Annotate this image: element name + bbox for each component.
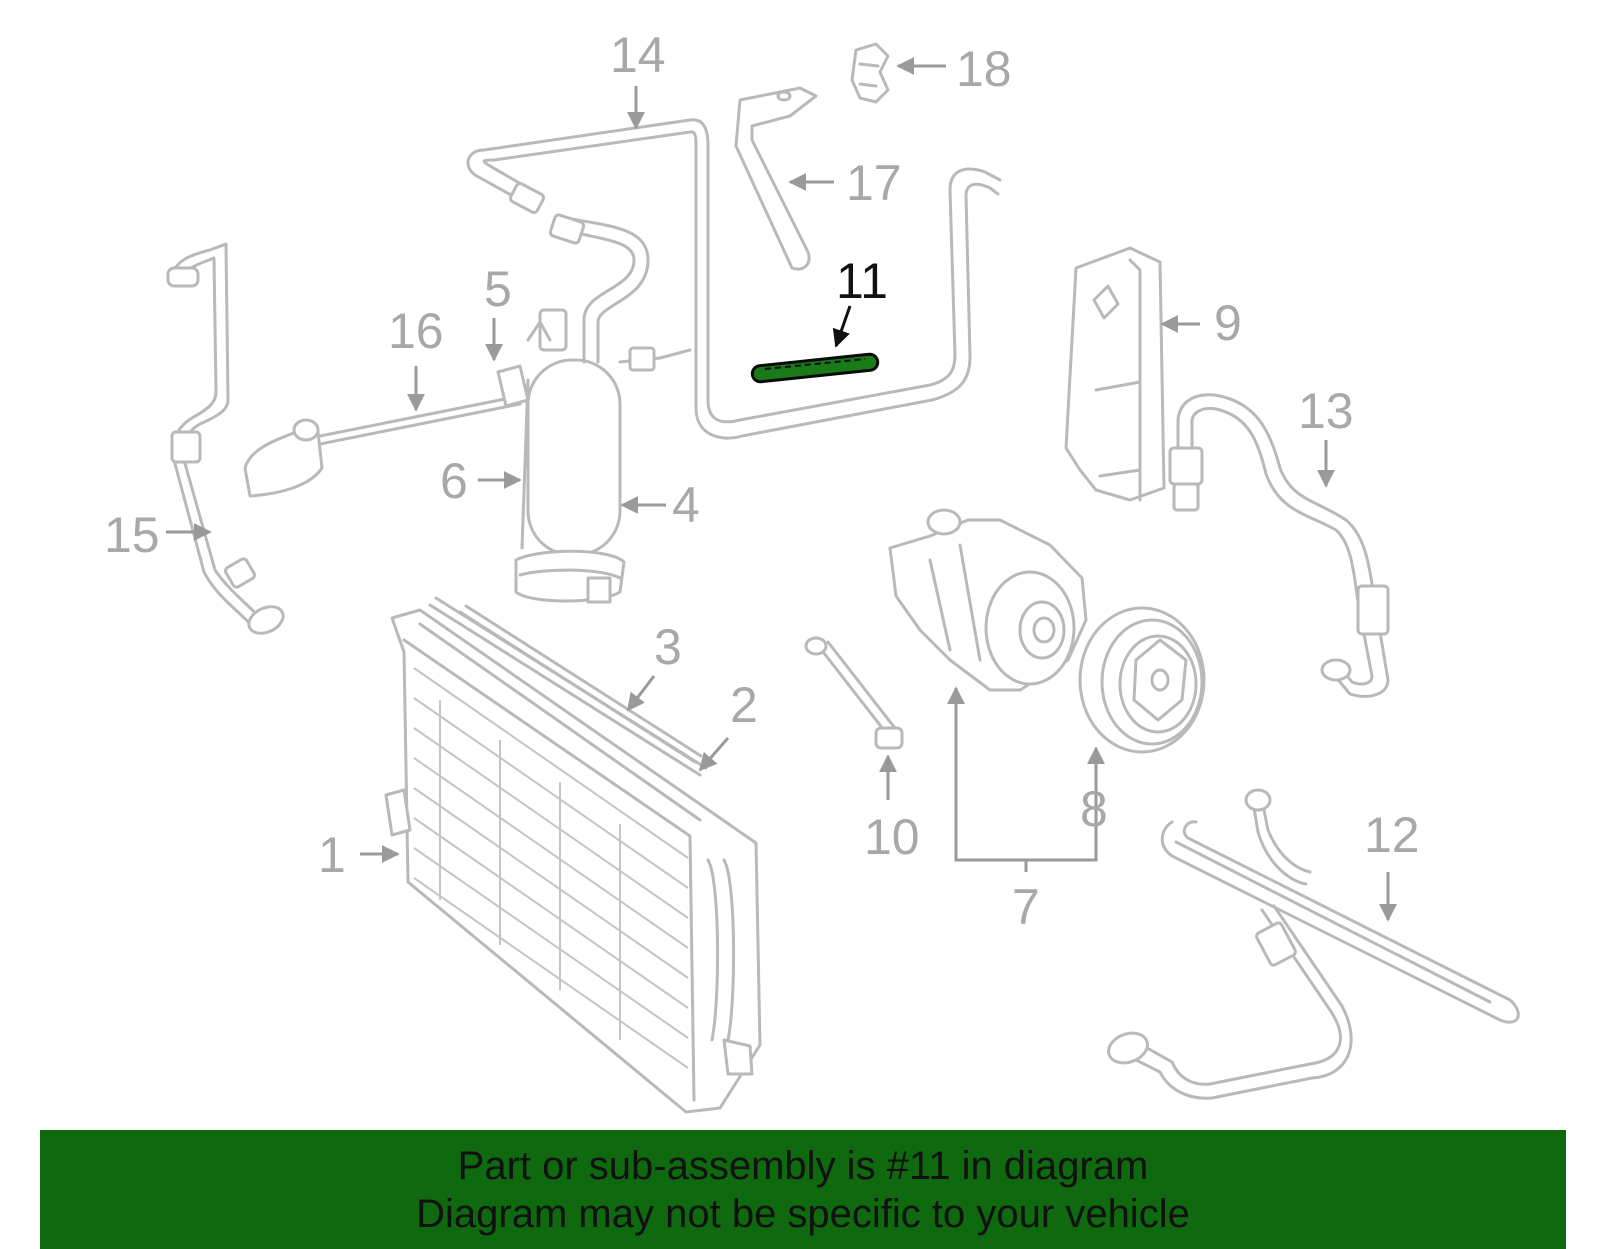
part-8-clutch: [1078, 606, 1206, 754]
callout-5: 5: [484, 261, 512, 317]
callout-2: 2: [730, 677, 758, 733]
callout-9: 9: [1214, 295, 1242, 351]
part-16-pressure-switch: [243, 394, 522, 498]
callout-14: 14: [610, 27, 666, 83]
callout-4: 4: [672, 477, 700, 533]
part-11-highlighted: [750, 352, 880, 384]
part-12-line: [1107, 788, 1520, 1100]
leader-lines: [166, 57, 1397, 922]
callout-7: 7: [1012, 879, 1040, 935]
callout-6: 6: [440, 453, 468, 509]
part-18-clip: [850, 42, 890, 104]
part-9-bracket: [1064, 246, 1166, 502]
callout-17: 17: [846, 155, 902, 211]
callout-10: 10: [864, 809, 920, 865]
part-14-line: [466, 118, 1002, 440]
part-4-receiver-drier: [514, 308, 692, 604]
banner-line-2: Diagram may not be specific to your vehi…: [416, 1192, 1190, 1236]
info-banner: Part or sub-assembly is #11 in diagram D…: [40, 1130, 1566, 1249]
callout-15: 15: [104, 507, 160, 563]
part-2-3-seals: [428, 596, 708, 777]
callout-16: 16: [388, 303, 444, 359]
callout-18: 18: [956, 41, 1012, 97]
part-1-condenser: [384, 608, 762, 1114]
part-5-bracket: [496, 320, 552, 408]
part-13-hose: [1168, 393, 1390, 698]
callout-12: 12: [1364, 807, 1420, 863]
callout-labels: 1 2 3 4 5 6 7 8 9 10 12 13 14 15 16 17 1…: [104, 27, 1420, 935]
callout-1: 1: [318, 827, 346, 883]
callout-11-highlighted: 11: [836, 253, 888, 309]
part-17-bracket: [734, 86, 818, 271]
callout-3: 3: [654, 619, 682, 675]
part-7-compressor: [888, 508, 1088, 692]
part-15-hose: [166, 242, 285, 635]
drier-outlet-pipe: [548, 213, 650, 364]
callout-8: 8: [1080, 781, 1108, 837]
callout-13: 13: [1298, 383, 1354, 439]
part-10-rod: [804, 636, 904, 750]
banner-line-1: Part or sub-assembly is #11 in diagram: [457, 1144, 1149, 1188]
